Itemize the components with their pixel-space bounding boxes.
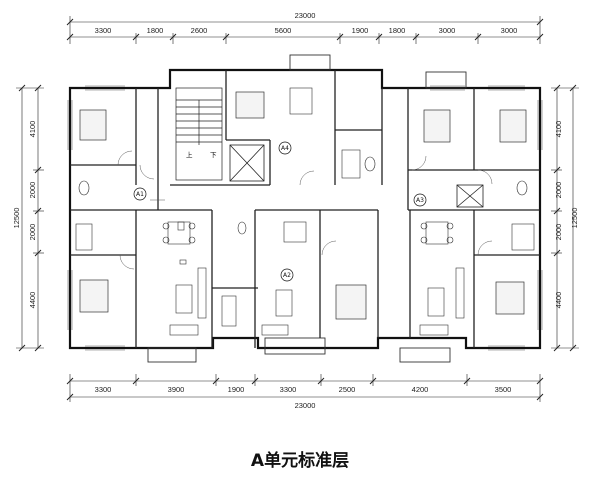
bottom-dim-5: 2500	[339, 385, 356, 394]
left-dim-1: 4100	[28, 121, 37, 138]
top-dim-5: 1900	[352, 26, 369, 35]
top-dim-3: 2600	[191, 26, 208, 35]
top-dimension-ticks	[66, 18, 544, 41]
bottom-dim-4: 3300	[280, 385, 297, 394]
top-total-dimension: 23000	[295, 11, 316, 20]
bottom-dim-2: 3900	[168, 385, 185, 394]
right-dimension-ticks	[553, 84, 577, 352]
right-dim-3: 2000	[554, 224, 563, 241]
left-dimensions	[16, 87, 44, 349]
unit-label-a4: A4	[281, 145, 289, 152]
drawing-caption: A单元标准层	[250, 451, 350, 471]
doors	[117, 150, 493, 270]
left-dimension-ticks	[18, 84, 42, 352]
windows	[67, 85, 543, 351]
bottom-total-dimension: 23000	[295, 401, 316, 410]
dining-tables	[162, 87, 454, 245]
outer-walls	[68, 68, 542, 350]
unit-label-markers	[133, 141, 427, 282]
left-total-dimension: 12500	[12, 208, 21, 229]
top-dim-6: 1800	[389, 26, 406, 35]
bottom-dimension-ticks	[66, 377, 544, 401]
stair-down-label: 下	[210, 151, 217, 159]
top-dim-2: 1800	[147, 26, 164, 35]
stacked-washers	[177, 221, 187, 265]
left-dim-3: 2000	[28, 224, 37, 241]
beds	[79, 91, 527, 320]
stair-up-label: 上	[186, 150, 193, 159]
bottom-dim-6: 4200	[412, 385, 429, 394]
left-dim-2: 2000	[28, 182, 37, 199]
right-dim-2: 2000	[554, 182, 563, 199]
top-dim-8: 3000	[501, 26, 518, 35]
interior-walls	[70, 70, 540, 348]
unit-label-a2: A2	[283, 272, 291, 279]
left-dim-4: 4400	[28, 292, 37, 309]
right-dim-4: 4400	[554, 292, 563, 309]
bottom-dimensions	[69, 374, 541, 402]
right-dim-1: 4100	[554, 121, 563, 138]
right-total-dimension: 12500	[570, 208, 579, 229]
sofas	[169, 267, 465, 336]
floor-plan: 23000 3300 1800 2600 5600 1900 1800 3000…	[12, 11, 579, 410]
bottom-dim-7: 3500	[495, 385, 512, 394]
top-dim-7: 3000	[439, 26, 456, 35]
unit-label-a3: A3	[416, 197, 424, 204]
bottom-dim-1: 3300	[95, 385, 112, 394]
unit-label-a1: A1	[136, 191, 144, 198]
right-dimensions	[551, 87, 579, 349]
bottom-dim-3: 1900	[228, 385, 245, 394]
elevator	[229, 144, 484, 208]
bathroom-fixtures	[75, 149, 535, 327]
balconies	[147, 54, 467, 363]
top-dim-4: 5600	[275, 26, 292, 35]
top-dimensions	[69, 16, 541, 44]
top-dim-1: 3300	[95, 26, 112, 35]
staircase	[175, 87, 223, 181]
